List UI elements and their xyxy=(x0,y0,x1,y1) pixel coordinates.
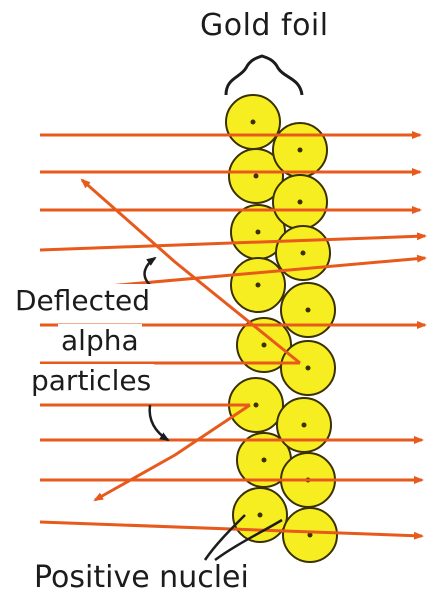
nucleus-dot xyxy=(261,457,267,463)
positive-nuclei-label: Positive nuclei xyxy=(34,560,249,595)
gold-foil-label: Gold foil xyxy=(200,8,329,43)
label-pointers xyxy=(143,256,283,562)
nucleus-dot xyxy=(253,402,259,408)
foil-brace xyxy=(224,54,304,96)
deflected-label-line3: particles xyxy=(28,364,155,397)
deflected-beams xyxy=(80,178,301,502)
nucleus-dot xyxy=(255,282,261,288)
nucleus-dot xyxy=(297,147,303,153)
nucleus-dot xyxy=(297,199,303,205)
pointer-upper xyxy=(143,256,157,286)
nucleus-dot xyxy=(250,119,256,125)
nucleus-dot xyxy=(255,229,261,235)
pointer-lower xyxy=(148,404,170,442)
deflected-beam-upper xyxy=(80,178,301,365)
alpha-beam xyxy=(39,232,427,252)
deflected-beam-lower xyxy=(93,403,251,502)
nucleus-dot xyxy=(305,307,311,313)
nucleus-dot xyxy=(307,532,313,538)
nucleus-dot xyxy=(305,365,311,371)
nucleus-dot xyxy=(300,250,306,256)
pointer-nuclei-2 xyxy=(214,518,283,562)
nucleus-dot xyxy=(261,342,267,348)
nucleus-dot xyxy=(253,173,259,179)
alpha-beams xyxy=(39,131,427,540)
nucleus-dot xyxy=(257,512,263,518)
deflected-label-line1: Deflected xyxy=(12,284,154,317)
deflected-label-line2: alpha xyxy=(58,324,142,357)
nucleus-dot xyxy=(301,422,307,428)
pointer-nuclei-1 xyxy=(203,514,246,561)
